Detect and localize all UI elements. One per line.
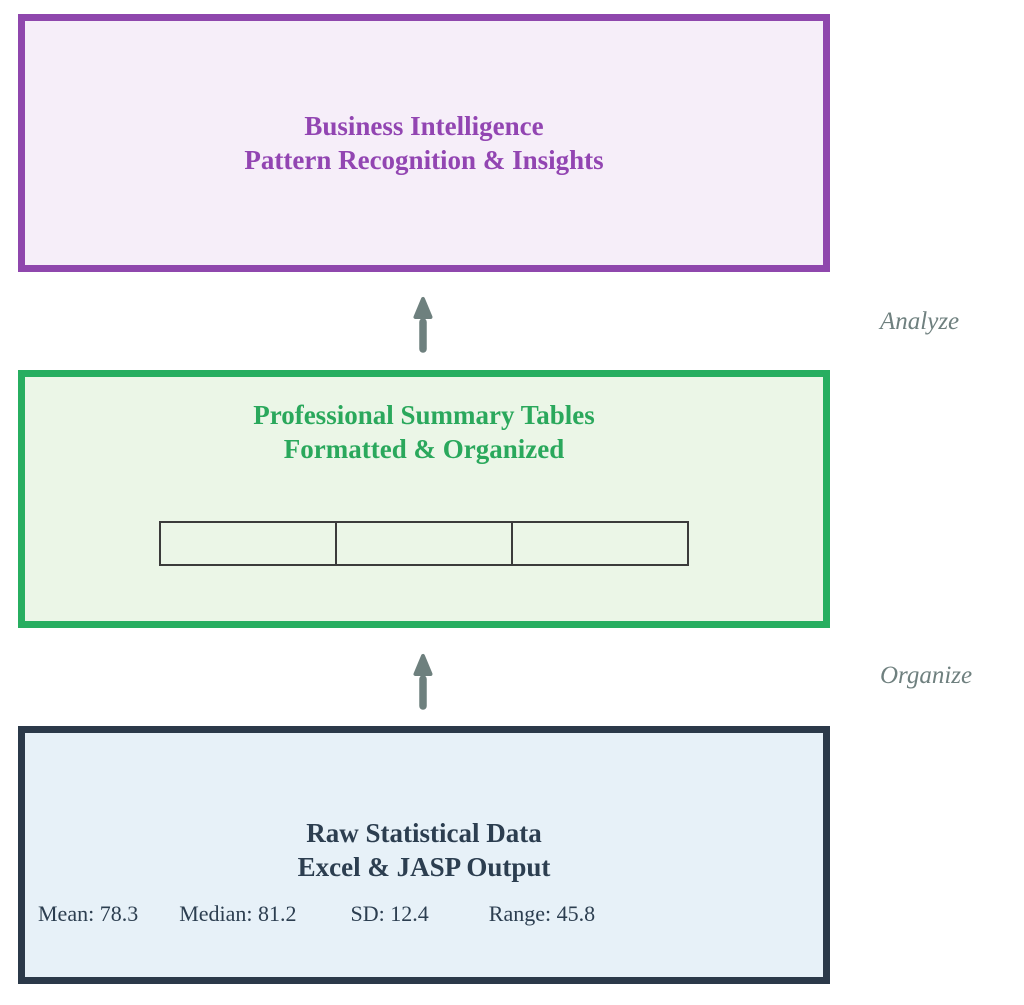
layer-title-line1: Raw Statistical Data	[306, 818, 542, 848]
layer-title-line2: Formatted & Organized	[283, 434, 565, 464]
layer-title-line2: Pattern Recognition & Insights	[244, 145, 604, 175]
stat-sd: SD: 12.4	[350, 901, 429, 926]
layer-title-line2: Excel & JASP Output	[297, 852, 551, 882]
stat-median: Median: 81.2	[179, 901, 297, 926]
summary-table-cell	[335, 523, 511, 564]
summary-table	[159, 521, 689, 566]
layer-summary-tables: Professional Summary Tables Formatted & …	[18, 370, 830, 628]
flow-label-organize: Organize	[880, 662, 973, 689]
arrow-up-organize-icon	[412, 653, 434, 711]
summary-table-cell	[161, 523, 335, 564]
layer-title-summary-tables: Professional Summary Tables Formatted & …	[253, 398, 595, 466]
arrow-up-analyze-icon	[412, 296, 434, 354]
layer-title-business-intelligence: Business Intelligence Pattern Recognitio…	[244, 109, 603, 177]
layer-title-line1: Professional Summary Tables	[253, 400, 595, 430]
layer-business-intelligence: Business Intelligence Pattern Recognitio…	[18, 14, 830, 272]
stat-mean: Mean: 78.3	[38, 901, 139, 926]
flow-label-analyze: Analyze	[880, 308, 960, 335]
layer-raw-statistical-data: Raw Statistical Data Excel & JASP Output…	[18, 726, 830, 984]
stats-row: Mean: 78.3 Median: 81.2 SD: 12.4 Range: …	[25, 900, 823, 928]
summary-table-cell	[511, 523, 687, 564]
stat-range: Range: 45.8	[488, 901, 596, 926]
layer-title-raw-data: Raw Statistical Data Excel & JASP Output	[298, 816, 551, 884]
layer-title-line1: Business Intelligence	[304, 111, 544, 141]
